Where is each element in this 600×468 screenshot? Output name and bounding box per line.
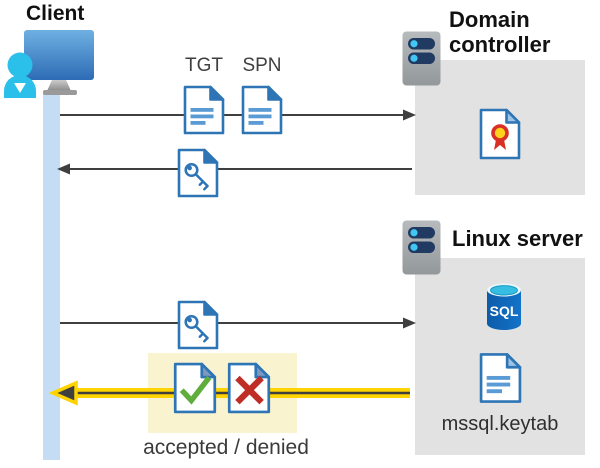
client-lifeline-bar	[43, 93, 60, 460]
keytab-document-icon	[478, 352, 523, 404]
tgt-label: TGT	[185, 55, 223, 76]
key-document-icon	[176, 300, 220, 350]
denied-document-icon	[226, 362, 272, 414]
domain-controller-label: Domain controller	[449, 7, 551, 58]
linux-server-icon	[402, 220, 441, 275]
arrow-client-to-linux	[60, 317, 416, 329]
spn-label: SPN	[242, 55, 282, 76]
result-label: accepted / denied	[143, 436, 309, 459]
certificate-document-icon	[478, 108, 522, 160]
client-person-monitor-icon	[2, 28, 97, 100]
sql-database-icon: SQL	[484, 282, 524, 332]
linux-server-label: Linux server	[452, 226, 583, 251]
keytab-filename-label: mssql.keytab	[441, 413, 559, 435]
dc-server-icon	[402, 31, 441, 86]
client-label: Client	[26, 2, 85, 25]
tgt-document-icon	[182, 85, 226, 135]
result-highlight-box	[148, 353, 297, 433]
key-document-icon	[176, 148, 220, 198]
arrow-client-to-dc	[60, 109, 416, 121]
arrow-dc-to-client	[57, 163, 412, 175]
spn-document-icon	[240, 85, 284, 135]
sql-icon-text: SQL	[490, 303, 519, 319]
accepted-document-icon	[172, 362, 218, 414]
